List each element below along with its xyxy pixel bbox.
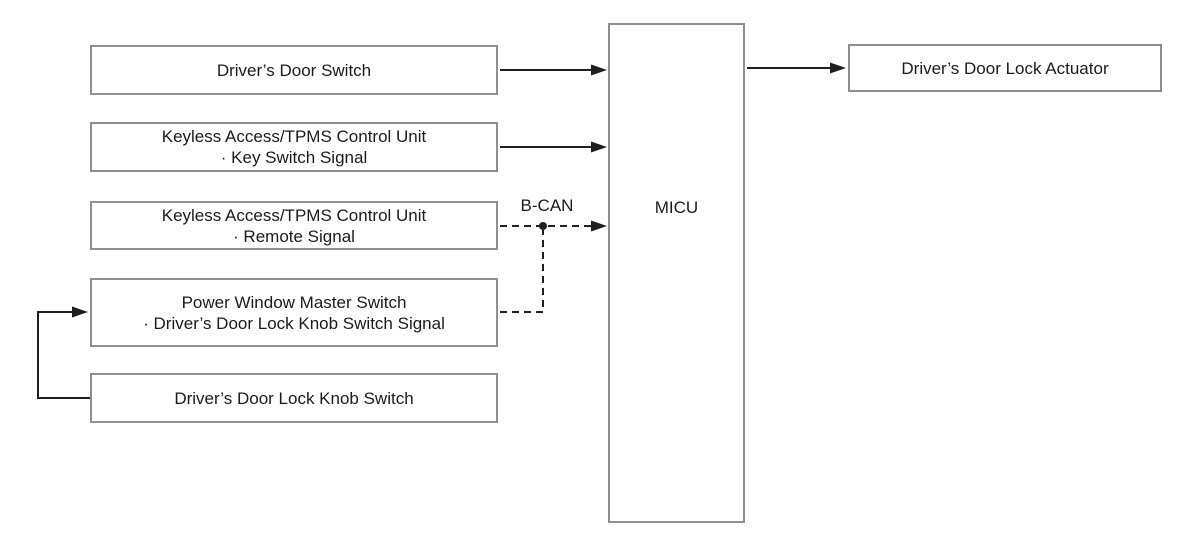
arrowhead-actuator [830, 62, 846, 74]
node-label-line1: Keyless Access/TPMS Control Unit [161, 205, 427, 225]
arrowhead-keyless-key [591, 141, 607, 153]
node-label-line2: · Key Switch Signal [220, 148, 368, 167]
node-label: Driver’s Door Lock Actuator [901, 58, 1109, 78]
node-keyless-access-remote: Keyless Access/TPMS Control Unit · Remot… [90, 201, 498, 250]
node-keyless-access-key-switch: Keyless Access/TPMS Control Unit · Key S… [90, 122, 498, 172]
edge-knob-switch-to-power-window [37, 311, 90, 399]
node-drivers-door-switch: Driver’s Door Switch [90, 45, 498, 95]
node-label-line1: Power Window Master Switch [181, 292, 407, 312]
node-label: Driver’s Door Lock Knob Switch [174, 388, 414, 408]
node-drivers-door-lock-knob-switch: Driver’s Door Lock Knob Switch [90, 373, 498, 423]
b-can-bus-label: B-CAN [505, 196, 589, 216]
node-label-line2: · Driver’s Door Lock Knob Switch Signal [143, 313, 445, 333]
node-micu: MICU [608, 23, 745, 523]
bus-junction-dot [539, 222, 547, 230]
node-label-line1: Keyless Access/TPMS Control Unit [161, 127, 427, 146]
arrowhead-keyless-remote [591, 220, 607, 232]
node-label: Driver’s Door Switch [216, 60, 372, 80]
edge-power-window-to-junction [500, 230, 544, 313]
node-power-window-master-switch: Power Window Master Switch · Driver’s Do… [90, 278, 498, 347]
node-drivers-door-lock-actuator: Driver’s Door Lock Actuator [848, 44, 1162, 92]
arrowhead-knob-switch [72, 306, 88, 318]
node-label-line2: · Remote Signal [233, 226, 355, 246]
arrowhead-door-switch [591, 64, 607, 76]
node-label: MICU [654, 198, 699, 217]
